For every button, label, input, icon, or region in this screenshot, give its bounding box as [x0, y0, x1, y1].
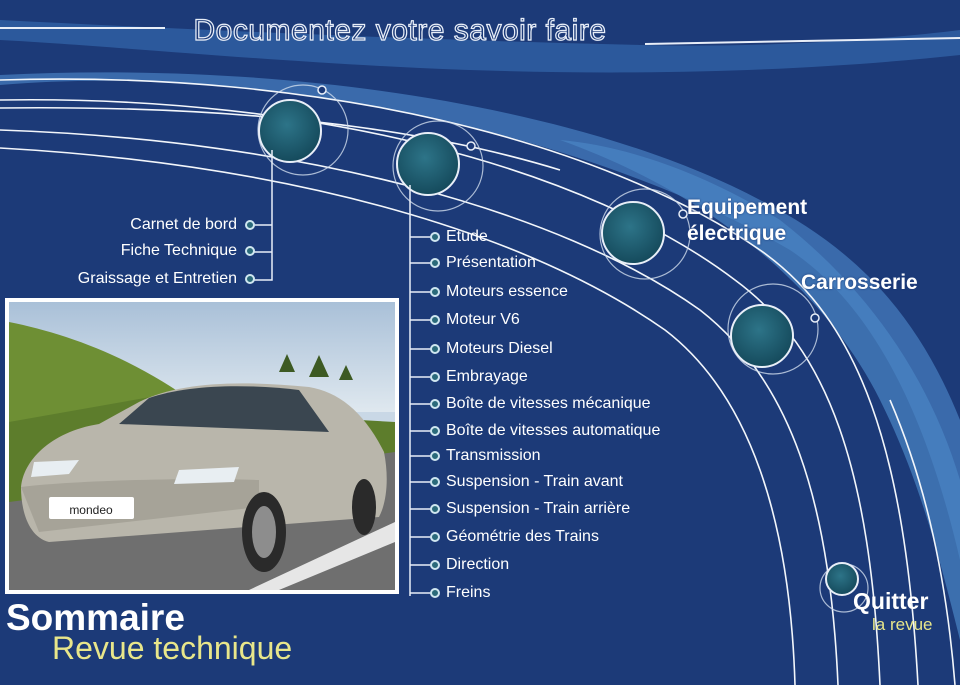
menu-item-graissage-entretien[interactable]: Graissage et Entretien	[78, 270, 255, 288]
menu-item-freins[interactable]: Freins	[430, 584, 490, 602]
bullet-icon	[430, 399, 440, 409]
menu-item-moteurs-diesel[interactable]: Moteurs Diesel	[430, 340, 553, 358]
bullet-icon	[430, 504, 440, 514]
menu-item-label: Suspension - Train arrière	[446, 500, 631, 517]
menu-item-direction[interactable]: Direction	[430, 556, 509, 574]
menu-item-etude[interactable]: Etude	[430, 228, 488, 246]
quit-sublabel[interactable]: la revue	[872, 615, 933, 634]
sommaire-title: Sommaire	[6, 597, 185, 638]
bullet-icon	[430, 451, 440, 461]
menu-item-label: Géométrie des Trains	[446, 528, 599, 545]
menu-item-label: Boîte de vitesses mécanique	[446, 395, 651, 412]
menu-item-boite-mecanique[interactable]: Boîte de vitesses mécanique	[430, 395, 651, 413]
bullet-icon	[430, 287, 440, 297]
menu-item-geometrie-trains[interactable]: Géométrie des Trains	[430, 528, 599, 546]
bullet-icon	[245, 220, 255, 230]
bullet-icon	[430, 477, 440, 487]
menu-item-train-arriere[interactable]: Suspension - Train arrière	[430, 500, 630, 518]
menu-item-boite-automatique[interactable]: Boîte de vitesses automatique	[430, 422, 660, 440]
bullet-icon	[430, 344, 440, 354]
section-label-line2: électrique	[687, 222, 787, 245]
bullet-icon	[430, 372, 440, 382]
menu-item-embrayage[interactable]: Embrayage	[430, 368, 528, 386]
revue-subtitle: Revue technique	[52, 630, 293, 666]
bullet-icon	[430, 532, 440, 542]
menu-item-label: Suspension - Train avant	[446, 473, 623, 490]
menu-item-label: Direction	[446, 556, 510, 573]
menu-item-moteur-v6[interactable]: Moteur V6	[430, 311, 520, 329]
bullet-icon	[430, 258, 440, 268]
menu-item-label: Fiche Technique	[120, 242, 237, 259]
menu-item-label: Présentation	[446, 254, 536, 271]
car-image: mondeo	[9, 302, 395, 590]
menu-item-label: Moteurs essence	[446, 283, 568, 300]
menu-item-moteurs-essence[interactable]: Moteurs essence	[430, 283, 568, 301]
bullet-icon	[430, 315, 440, 325]
menu-item-label: Graissage et Entretien	[77, 270, 237, 287]
menu-item-label: Etude	[446, 228, 488, 245]
menu-item-label: Carnet de bord	[130, 216, 237, 233]
bullet-icon	[245, 246, 255, 256]
section-label: Carrosserie	[801, 271, 918, 294]
menu-item-label: Moteurs Diesel	[446, 340, 553, 357]
section-equipement-electrique[interactable]: Equipement électrique	[687, 195, 807, 247]
section-label-line1: Equipement	[687, 196, 808, 219]
bullet-icon	[245, 274, 255, 284]
bullet-icon	[430, 588, 440, 598]
menu-item-label: Boîte de vitesses automatique	[446, 422, 661, 439]
menu-item-label: Moteur V6	[446, 311, 520, 328]
section-carrosserie[interactable]: Carrosserie	[801, 270, 918, 296]
menu-item-fiche-technique[interactable]: Fiche Technique	[121, 242, 255, 260]
menu-item-train-avant[interactable]: Suspension - Train avant	[430, 473, 623, 491]
menu-item-label: Embrayage	[446, 368, 528, 385]
menu-item-presentation[interactable]: Présentation	[430, 254, 536, 272]
menu-item-carnet-de-bord[interactable]: Carnet de bord	[130, 216, 255, 234]
bullet-icon	[430, 560, 440, 570]
menu-item-label: Transmission	[446, 447, 541, 464]
bullet-icon	[430, 232, 440, 242]
bullet-icon	[430, 426, 440, 436]
menu-item-transmission[interactable]: Transmission	[430, 447, 541, 465]
badge-text: mondeo	[69, 503, 113, 517]
menu-item-label: Freins	[446, 584, 491, 601]
car-photo: mondeo	[5, 298, 399, 594]
page-title: Documentez votre savoir faire	[193, 13, 607, 47]
quit-button[interactable]: Quitter	[853, 588, 929, 614]
